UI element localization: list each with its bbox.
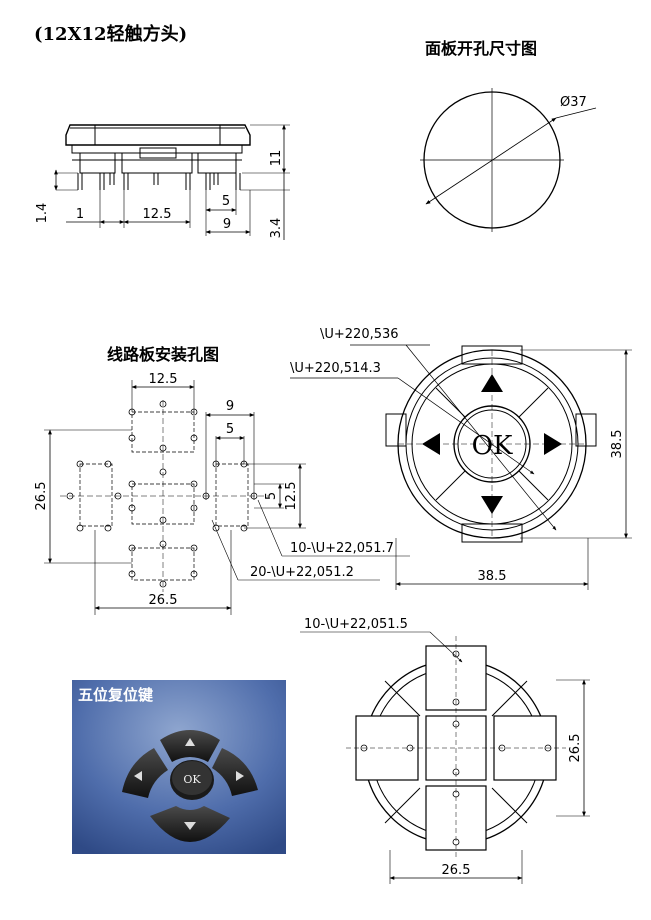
pcb-dim-5-h: 5	[226, 422, 234, 437]
pcb-hole-layout	[44, 380, 410, 615]
dim-height-11: 11	[269, 150, 284, 167]
pcb-label-20: 20-\U+22,051.2	[250, 565, 354, 580]
photo-arrow-left-icon	[134, 771, 142, 781]
pcb-dim-top: 12.5	[149, 372, 178, 387]
panel-diameter: Ø37	[560, 95, 587, 110]
photo-arrow-down-icon	[184, 822, 196, 830]
dim-5: 5	[222, 194, 230, 209]
pcb-hole-title: 线路板安装孔图	[107, 345, 220, 364]
top-view-dim-width: 38.5	[478, 569, 507, 584]
dim-pitch-1: 1	[76, 207, 84, 222]
dim-9: 9	[223, 217, 231, 232]
main-title: (12X12轻触方头)	[34, 24, 188, 45]
arrow-left-icon	[422, 433, 440, 455]
top-view-dim-height: 38.5	[610, 430, 625, 459]
pcb-dim-12-5-v: 12.5	[284, 482, 299, 511]
bottom-dim-width: 26.5	[442, 863, 471, 878]
panel-hole-title: 面板开孔尺寸图	[425, 39, 538, 58]
photo-ok-text: OK	[183, 773, 201, 786]
top-view-ok-label: OK	[472, 431, 513, 461]
bottom-label-holes: 10-\U+22,051.5	[304, 617, 408, 632]
panel-cutout-circle	[420, 88, 597, 232]
pcb-dim-26-5-h: 26.5	[149, 593, 178, 608]
bottom-dim-height: 26.5	[568, 734, 583, 763]
product-photo: OK 五位复位键	[72, 680, 286, 854]
pcb-dim-5-v: 5	[264, 492, 279, 500]
direction-arrows	[422, 374, 562, 514]
pcb-label-10: 10-\U+22,051.7	[290, 541, 394, 556]
arrow-up-icon	[481, 374, 503, 392]
photo-label: 五位复位键	[78, 686, 154, 704]
dim-pin-3-4: 3.4	[269, 218, 284, 239]
top-view-label-outer: \U+220,536	[320, 327, 399, 342]
top-view-drawing	[290, 344, 632, 590]
arrow-right-icon	[544, 433, 562, 455]
dim-pitch-12-5: 12.5	[143, 207, 172, 222]
photo-arrow-right-icon	[236, 771, 244, 781]
dim-pin-1-4: 1.4	[35, 203, 50, 224]
product-photo-illustration: OK	[72, 680, 286, 854]
photo-arrow-up-icon	[185, 738, 195, 746]
pcb-dim-26-5-v: 26.5	[34, 482, 49, 511]
top-view-label-inner: \U+220,514.3	[290, 361, 381, 376]
pcb-dim-9: 9	[226, 399, 234, 414]
arrow-down-icon	[481, 496, 503, 514]
side-view-drawing	[54, 124, 290, 240]
bottom-view-drawing	[300, 631, 590, 884]
